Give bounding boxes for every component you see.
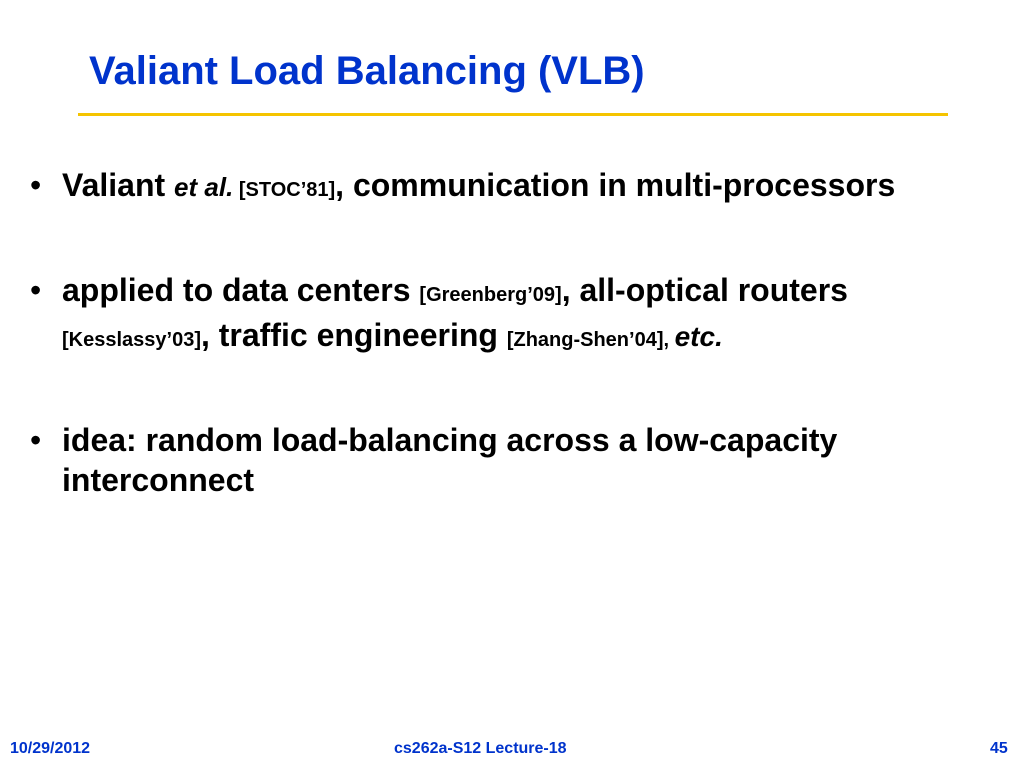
bullet-icon: •	[30, 167, 42, 203]
bullet-icon: •	[30, 422, 42, 458]
footer-date: 10/29/2012	[10, 740, 91, 757]
bullet-separator: ,	[663, 329, 675, 351]
bullet-icon: •	[30, 272, 42, 308]
bullet-item-valiant: • Valiant et al. [STOC’81], communicatio…	[26, 165, 956, 210]
bullet-list: • Valiant et al. [STOC’81], communicatio…	[26, 165, 956, 500]
bullet-item-applications: • applied to data centers [Greenberg’09]…	[26, 270, 956, 360]
bullet-citation: [Kesslassy’03]	[62, 329, 201, 351]
bullet-emphasis: etc.	[674, 321, 723, 352]
bullet-citation: [STOC’81]	[233, 179, 336, 201]
bullet-text: Valiant	[62, 167, 175, 203]
bullet-text: , traffic engineering	[200, 317, 507, 353]
slide-title: Valiant Load Balancing (VLB)	[89, 49, 645, 93]
footer-course: cs262a-S12 Lecture-18	[394, 740, 567, 757]
bullet-citation: [Greenberg’09]	[419, 284, 562, 306]
bullet-text: , communication in multi-processors	[335, 167, 896, 203]
bullet-text: , all-optical routers	[561, 272, 848, 308]
bullet-item-idea: • idea: random load-balancing across a l…	[26, 420, 956, 500]
bullet-text: idea: random load-balancing across a low…	[62, 422, 838, 498]
bullet-emphasis: et al.	[174, 172, 234, 202]
title-underline	[78, 113, 948, 116]
bullet-text: applied to data centers	[62, 272, 420, 308]
footer-page-number: 45	[990, 740, 1008, 757]
bullet-citation: [Zhang-Shen’04]	[506, 329, 664, 351]
